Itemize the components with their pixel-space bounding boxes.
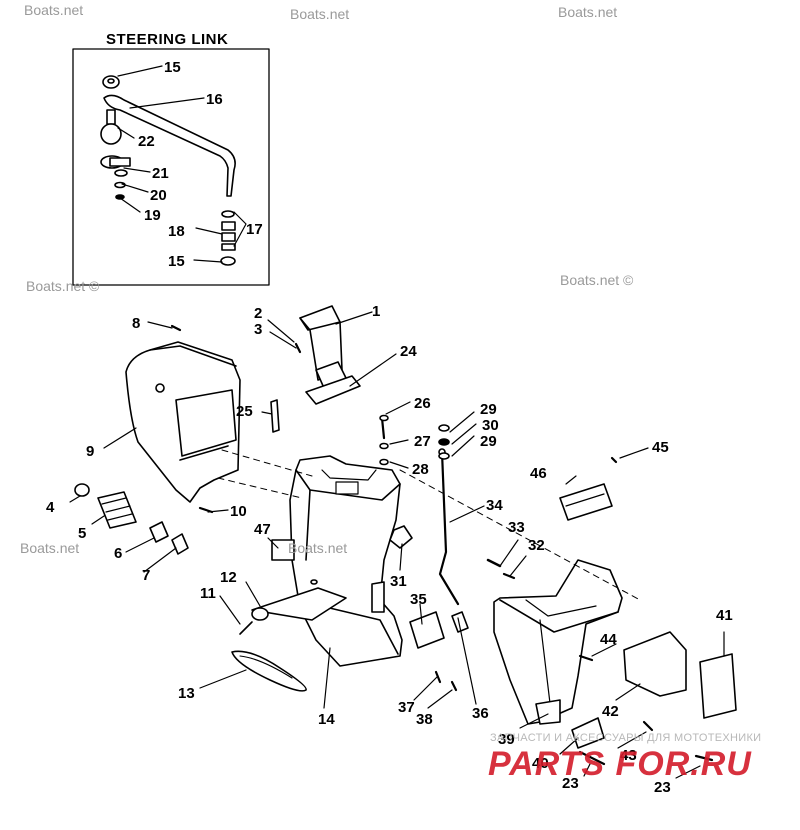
callout-42: 42	[602, 703, 619, 720]
callout-22: 22	[138, 133, 155, 150]
callout-44: 44	[600, 631, 617, 648]
leader-lines	[69, 65, 725, 779]
callout-38: 38	[416, 711, 433, 728]
watermark: Boats.net	[288, 540, 348, 556]
callout-40: 40	[532, 755, 549, 772]
shift-rod	[438, 448, 460, 606]
callout-31: 31	[390, 573, 407, 590]
water-pickup-screen	[559, 483, 613, 521]
callout-41: 41	[716, 607, 733, 624]
screws-and-washers	[170, 324, 714, 766]
callout-1: 1	[372, 303, 380, 320]
steering-link-inset-frame	[72, 48, 270, 286]
mount-parts	[239, 399, 469, 649]
callout-43: 43	[620, 747, 637, 764]
brand-logo: PARTS FOR.RU	[488, 745, 752, 783]
callout-33: 33	[508, 519, 525, 536]
watermark: Boats.net ©	[26, 278, 100, 294]
callout-23: 23	[654, 779, 671, 796]
callout-17: 17	[246, 221, 263, 238]
callout-2: 2	[254, 305, 262, 322]
callout-21: 21	[152, 165, 169, 182]
callout-16: 16	[206, 91, 223, 108]
callout-35: 35	[410, 591, 427, 608]
callout-24: 24	[400, 343, 417, 360]
watermark: Boats.net	[290, 6, 350, 22]
drive-shaft-housing	[251, 455, 403, 667]
callout-10: 10	[230, 503, 247, 520]
callout-15: 15	[168, 253, 185, 270]
callout-19: 19	[144, 207, 161, 224]
link-socket	[100, 155, 131, 200]
callout-13: 13	[178, 685, 195, 702]
watermark: Boats.net ©	[560, 272, 634, 288]
callout-5: 5	[78, 525, 86, 542]
callout-18: 18	[168, 223, 185, 240]
callout-46: 46	[530, 465, 547, 482]
fuel-line-boot	[74, 483, 189, 555]
callout-11: 11	[200, 585, 216, 602]
gasket-13	[231, 650, 307, 692]
callout-37: 37	[398, 699, 415, 716]
callout-12: 12	[220, 569, 237, 586]
callout-45: 45	[652, 439, 669, 456]
callout-9: 9	[86, 443, 94, 460]
callout-25: 25	[236, 403, 253, 420]
callout-36: 36	[472, 705, 489, 722]
anti-ventilation-plates	[571, 631, 737, 749]
callout-47: 47	[254, 521, 271, 538]
callout-26: 26	[414, 395, 431, 412]
callout-4: 4	[46, 499, 55, 516]
callout-30: 30	[482, 417, 499, 434]
steering-link-title: STEERING LINK	[106, 31, 229, 48]
steering-link-arm	[102, 75, 236, 197]
watermark: Boats.net	[558, 4, 618, 20]
callout-32: 32	[528, 537, 545, 554]
bushing-stack	[220, 210, 236, 266]
callout-29: 29	[480, 433, 497, 450]
callout-20: 20	[150, 187, 167, 204]
callout-15: 15	[164, 59, 181, 76]
callout-39: 39	[498, 731, 515, 748]
lower-unit	[493, 559, 623, 725]
callout-14: 14	[318, 711, 335, 728]
watermark: Boats.net	[24, 2, 84, 18]
brand-tagline: ЗАПЧАСТИ И АКСЕССУАРЫ ДЛЯ МОТОТЕХНИКИ	[490, 732, 762, 744]
exhaust-tube	[299, 305, 361, 405]
callout-7: 7	[142, 567, 150, 584]
ball-joint	[100, 109, 122, 145]
upper-cowl	[125, 341, 241, 503]
callout-27: 27	[414, 433, 431, 450]
callout-23: 23	[562, 775, 579, 792]
callout-3: 3	[254, 321, 262, 338]
watermark: Boats.net	[20, 540, 80, 556]
callout-29: 29	[480, 401, 497, 418]
callout-28: 28	[412, 461, 429, 478]
callout-34: 34	[486, 497, 503, 514]
callout-6: 6	[114, 545, 122, 562]
callout-8: 8	[132, 315, 140, 332]
